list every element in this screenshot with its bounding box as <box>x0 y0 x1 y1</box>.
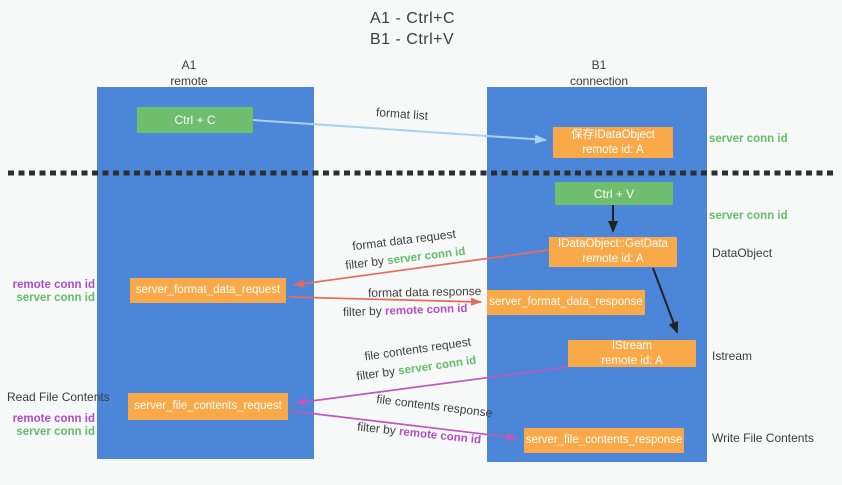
format-list-label: format list <box>375 105 429 123</box>
server-conn-id-label-top: server conn id <box>709 133 788 145</box>
server-conn-id-flow-1: server conn id <box>386 245 467 268</box>
title-line-2: B1 - Ctrl+V <box>370 31 455 48</box>
format-data-response-label: format data response <box>367 284 482 300</box>
remote-conn-id-flow-1: remote conn id <box>384 302 468 318</box>
server-conn-id-label-left-1: server conn id <box>16 292 95 304</box>
write-file-contents-label: Write File Contents <box>712 431 814 445</box>
istream-line2: remote id: A <box>601 354 663 367</box>
lane-b1-subtitle: connection <box>569 74 629 89</box>
save-dataobject-line1: 保存IDataObject <box>571 128 655 141</box>
server-file-contents-response-label: server_file_contents_response <box>525 434 683 447</box>
lane-a1-subtitle: remote <box>170 74 208 89</box>
getdata-line2: remote id: A <box>582 253 644 265</box>
remote-conn-id-flow-2: remote conn id <box>398 425 482 447</box>
filter-by-text-3: filter by <box>355 364 396 384</box>
lane-b1-name: B1 <box>591 58 607 72</box>
server-format-data-response-label: server_format_data_response <box>489 296 643 309</box>
diagram-title: A1 - Ctrl+C B1 - Ctrl+V <box>370 8 455 50</box>
filter-by-remote-conn-id-2: filter by remote conn id <box>357 420 482 447</box>
server-file-contents-request-box: server_file_contents_request <box>128 393 288 420</box>
ctrl-c-label: Ctrl + C <box>174 113 216 127</box>
filter-by-text-4: filter by <box>356 419 397 438</box>
getdata-line1: IDataObject::GetData <box>558 238 668 251</box>
server-conn-id-flow-2: server conn id <box>397 354 478 378</box>
save-dataobject-box: 保存IDataObject remote id: A <box>553 127 673 158</box>
filter-by-text-1: filter by <box>344 253 385 273</box>
lane-a1-name: A1 <box>181 58 197 72</box>
istream-box: IStream remote id: A <box>568 340 696 367</box>
lane-header-a1: A1 remote <box>139 57 239 89</box>
server-format-data-response-box: server_format_data_response <box>487 290 645 315</box>
filter-by-remote-conn-id-1: filter by remote conn id <box>343 301 468 319</box>
server-format-data-request-box: server_format_data_request <box>130 278 286 303</box>
server-format-data-request-label: server_format_data_request <box>135 284 281 297</box>
server-conn-id-label-left-2: server conn id <box>16 426 95 438</box>
remote-conn-id-label-2: remote conn id <box>12 413 95 425</box>
remote-conn-id-label-1: remote conn id <box>12 279 95 291</box>
title-line-1: A1 - Ctrl+C <box>370 10 456 27</box>
file-contents-response-label: file contents response <box>375 391 494 421</box>
server-file-contents-response-box: server_file_contents_response <box>524 428 684 453</box>
filter-by-text-2: filter by <box>342 303 382 320</box>
server-conn-id-label-mid: server conn id <box>709 210 788 222</box>
ctrl-v-label: Ctrl + V <box>593 186 635 201</box>
dataobject-label: DataObject <box>712 246 773 260</box>
read-file-contents-label: Read File Contents <box>7 390 110 404</box>
save-dataobject-line2: remote id: A <box>582 143 644 156</box>
lane-header-b1: B1 connection <box>547 57 651 89</box>
ctrl-v-box: Ctrl + V <box>555 182 673 205</box>
server-file-contents-request-label: server_file_contents_request <box>134 400 282 413</box>
istream-line1: IStream <box>611 339 653 352</box>
getdata-box: IDataObject::GetData remote id: A <box>549 237 677 267</box>
istream-side-label: Istream <box>712 349 753 363</box>
ctrl-c-box: Ctrl + C <box>137 107 253 133</box>
